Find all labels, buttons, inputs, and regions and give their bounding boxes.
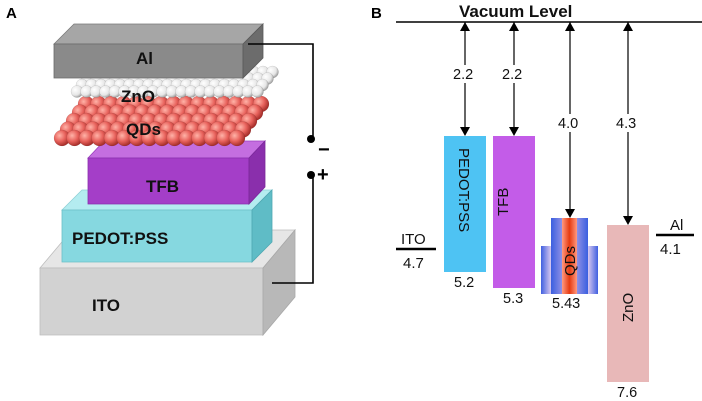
al-layer-label: Al: [136, 49, 153, 68]
tfb-lumo-value: 2.2: [502, 67, 522, 83]
al-layer: Al: [53, 23, 264, 79]
tfb-band-name: TFB: [495, 188, 512, 216]
tfb-layer: TFB: [87, 139, 266, 206]
ito-work-function: 4.7: [403, 255, 424, 272]
zno-band-bar: [607, 225, 649, 382]
pedot-vac-arrowhead: [460, 22, 470, 31]
qd-vac-arrowhead: [565, 22, 575, 31]
qd-lumo-arrowhead: [565, 209, 575, 218]
qd-band-bar: [541, 218, 598, 294]
pedot-lumo-arrowhead: [460, 127, 470, 136]
zno-lumo-arrowhead: [623, 216, 633, 225]
qd-layer-label: QDs: [126, 120, 161, 139]
al-electrode-name: Al: [670, 217, 683, 234]
ito-electrode-name: ITO: [401, 231, 426, 248]
tfb-homo-value: 5.3: [503, 291, 523, 307]
negative-terminal-sign: −: [318, 139, 330, 161]
positive-terminal-sign: +: [317, 164, 329, 186]
tfb-vac-arrowhead: [509, 22, 519, 31]
tfb-layer-label: TFB: [146, 177, 179, 196]
positive-terminal-dot: [307, 171, 315, 179]
al-work-function: 4.1: [660, 241, 681, 258]
zno-nanoparticle: [251, 85, 264, 98]
quantum-dot: [228, 129, 246, 147]
pedot-layer-label: PEDOT:PSS: [72, 229, 168, 248]
zno-lumo-value: 4.3: [616, 116, 636, 132]
zno-vac-arrowhead: [623, 22, 633, 31]
pedot-band-name: PEDOT:PSS: [455, 148, 472, 232]
ito-layer-label: ITO: [92, 296, 120, 315]
zno-homo-value: 7.6: [617, 385, 637, 401]
circuit-wires: [248, 43, 314, 284]
pedot-lumo-value: 2.2: [453, 67, 473, 83]
panel-b-letter: B: [371, 5, 382, 22]
zno-band-name: ZnO: [620, 293, 637, 322]
tfb-band-bar: [493, 136, 535, 288]
qd-layer: [53, 95, 270, 147]
panel-a-letter: A: [6, 5, 17, 22]
qd-homo-value: 5.43: [552, 296, 580, 312]
zno-layer-label: ZnO: [121, 87, 155, 106]
pedot-homo-value: 5.2: [454, 275, 474, 291]
vacuum-level-label: Vacuum Level: [459, 2, 572, 21]
qd-band-name: QDs: [562, 246, 579, 276]
qd-lumo-value: 4.0: [558, 116, 578, 132]
negative-terminal-dot: [307, 135, 315, 143]
tfb-lumo-arrowhead: [509, 127, 519, 136]
pedot-band-bar: [444, 136, 486, 272]
